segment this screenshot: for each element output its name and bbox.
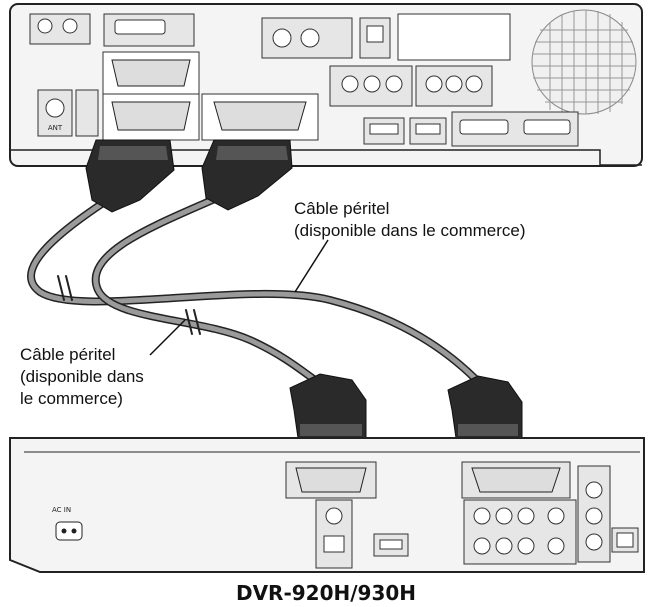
tv-hdmi-port — [415, 123, 441, 135]
tv-optical-port — [366, 25, 384, 43]
tv-label-plate — [397, 13, 511, 61]
scart-plug-recorder-1 — [289, 373, 367, 439]
ac-pin — [61, 528, 67, 534]
recorder-rca-jack — [517, 507, 535, 525]
cable-break-mark — [57, 275, 73, 301]
tv-rca-jack — [363, 75, 381, 93]
recorder-svideo-jack — [547, 507, 565, 525]
callout-left-line1: Câble péritel — [20, 345, 115, 364]
scart-plug-tv-1 — [85, 139, 175, 213]
scart-cable-b — [93, 189, 335, 395]
recorder-rca-jack — [517, 537, 535, 555]
tv-ant-jack — [45, 98, 65, 118]
scart-cable-a — [28, 189, 491, 395]
tv-antenna-jack — [272, 28, 292, 48]
tv-scart-port-3 — [213, 101, 307, 131]
callout-top-line1: Câble péritel — [294, 199, 389, 218]
recorder-optical-port — [616, 532, 634, 548]
recorder-antenna-block — [315, 499, 353, 569]
ac-in-label: AC IN — [52, 506, 71, 514]
tv-jack — [62, 18, 78, 34]
callout-cable-left: Câble péritel (disponible dans le commer… — [20, 319, 186, 408]
tv-rca-jack — [341, 75, 359, 93]
tv-vent-grid — [531, 9, 637, 115]
tv-scart-port-1 — [111, 59, 191, 87]
recorder-component-jack — [585, 507, 603, 525]
callout-leader-line — [294, 239, 329, 293]
cable-break-mark — [185, 309, 201, 335]
tv-small-port-block — [75, 89, 99, 137]
scart-cables — [27, 188, 492, 396]
tv-hdmi-port — [369, 123, 399, 135]
tv-base-line — [10, 149, 642, 166]
recorder-rca-jack — [473, 537, 491, 555]
tv-rear-panel: ANT — [9, 3, 643, 167]
recorder-scart-port-1 — [295, 467, 367, 493]
recorder-rca-jack — [495, 537, 513, 555]
tv-ant-label: ANT — [48, 124, 63, 132]
ac-in-socket — [55, 521, 83, 541]
tv-vga-port — [523, 119, 571, 135]
recorder-rca-jack — [495, 507, 513, 525]
tv-scart-port-2 — [111, 101, 191, 131]
callout-top-line2: (disponible dans le commerce) — [294, 221, 526, 240]
recorder-port — [323, 535, 345, 553]
tv-dvi-port — [459, 119, 509, 135]
ac-pin — [71, 528, 77, 534]
recorder-hdmi-port — [379, 539, 403, 550]
recorder-antenna-jack — [325, 507, 343, 525]
recorder-model-label: DVR-920H/930H — [236, 581, 416, 605]
tv-antenna-jack — [300, 28, 320, 48]
recorder-rca-jack — [473, 507, 491, 525]
callout-left-line3: le commerce) — [20, 389, 123, 408]
recorder-rear-panel: AC IN — [9, 437, 645, 573]
recorder-scart-port-2 — [471, 467, 561, 493]
callout-left-line2: (disponible dans — [20, 367, 144, 386]
tv-rca-jack — [445, 75, 463, 93]
tv-rca-jack — [385, 75, 403, 93]
recorder-component-jack — [585, 533, 603, 551]
tv-rca-jack — [465, 75, 483, 93]
callout-cable-top: Câble péritel (disponible dans le commer… — [294, 199, 526, 293]
recorder-svideo-jack — [547, 537, 565, 555]
recorder-component-jack — [585, 481, 603, 499]
tv-serial-port — [114, 19, 166, 35]
tv-rca-jack — [425, 75, 443, 93]
scart-plug-recorder-2 — [447, 375, 523, 439]
tv-jack — [37, 18, 53, 34]
callout-leader-line — [149, 319, 186, 356]
scart-plug-tv-2 — [201, 139, 293, 211]
